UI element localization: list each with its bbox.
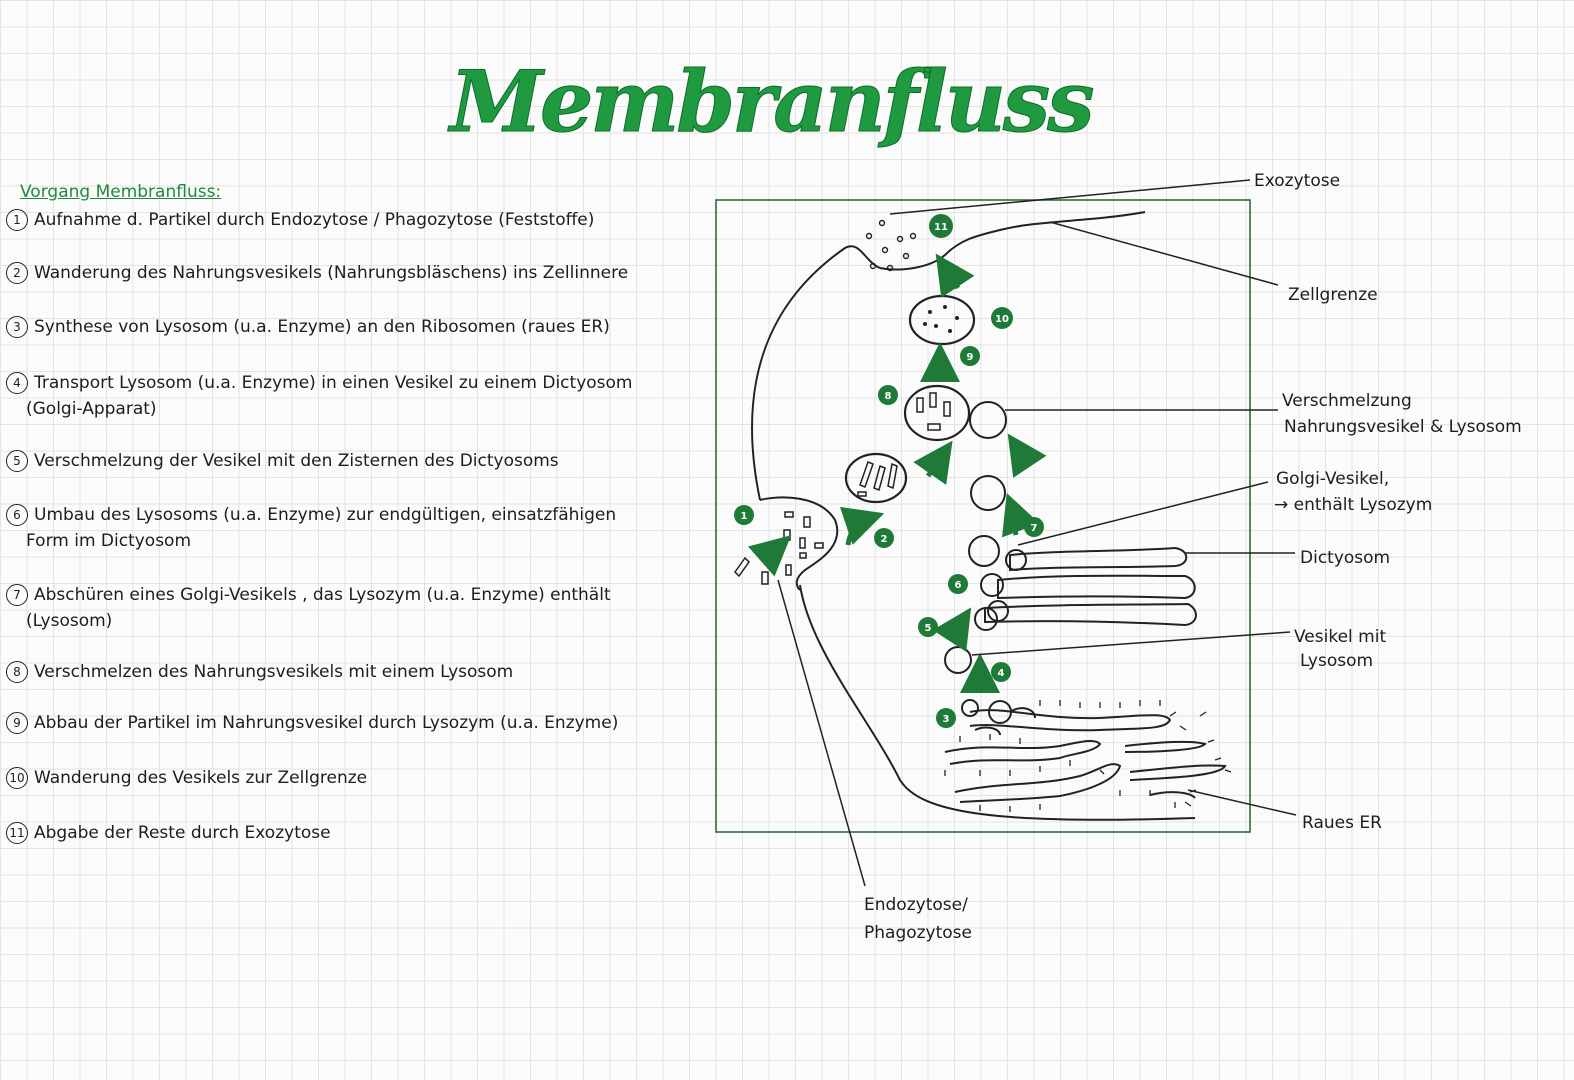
svg-text:1: 1 [741, 511, 748, 522]
step-text-cont: (Golgi-Apparat) [26, 399, 157, 419]
step-text: Wanderung des Nahrungsvesikels (Nahrungs… [34, 263, 629, 283]
step-item: 3 Synthese von Lysosom (u.a. Enzyme) an d… [6, 314, 696, 340]
flow-arrows [748, 253, 1047, 693]
marker-9: 9 [960, 346, 980, 366]
step-number: 2 [6, 262, 28, 284]
step-number: 9 [6, 712, 28, 734]
page-title: Membranfluss [450, 52, 1096, 152]
step-number: 5 [6, 450, 28, 472]
marker-3: 3 [936, 708, 956, 728]
svg-text:9: 9 [967, 352, 974, 363]
step-number: 3 [6, 316, 28, 338]
lysosome-fusing [969, 401, 1007, 439]
step-text: Verschmelzen des Nahrungsvesikels mit ei… [34, 662, 514, 682]
step-text-cont: (Lysosom) [26, 611, 113, 631]
step-text: Abgabe der Reste durch Exozytose [34, 823, 331, 843]
cell-membrane [751, 211, 1146, 501]
label-vesikel: Vesikel mit [1294, 627, 1386, 647]
step-item: 4 Transport Lysosom (u.a. Enzyme) in eine… [6, 370, 696, 422]
marker-1: 1 [734, 505, 754, 525]
ribosomes [944, 700, 1232, 812]
endocytosis-vesicle [759, 496, 839, 591]
step-item: 2 Wanderung des Nahrungsvesikels (Nahrung… [6, 260, 696, 286]
marker-10: 10 [991, 307, 1013, 329]
step-number: 1 [6, 209, 28, 231]
step-markers: 1 2 3 4 5 6 7 8 9 10 11 [734, 214, 1044, 728]
marker-5: 5 [918, 617, 938, 637]
svg-text:11: 11 [934, 222, 948, 233]
step-item: 8 Verschmelzen des Nahrungsvesikels mit e… [6, 659, 696, 685]
step-item: 9 Abbau der Partikel im Nahrungsvesikel d… [6, 710, 696, 736]
arrow-icon [748, 535, 792, 577]
step-text-cont: Form im Dictyosom [26, 531, 192, 551]
step-number: 6 [6, 504, 28, 526]
step-number: 7 [6, 584, 28, 606]
step-item: 6 Umbau des Lysosoms (u.a. Enzyme) zur en… [6, 502, 696, 554]
label-golgi-detail: → enthält Lysozym [1274, 495, 1432, 515]
step-item: 7 Abschüren eines Golgi-Vesikels , das Ly… [6, 582, 696, 634]
step-text: Synthese von Lysosom (u.a. Enzyme) an de… [34, 317, 610, 337]
arrow-icon [935, 253, 975, 298]
step-number: 4 [6, 372, 28, 394]
step-number: 8 [6, 661, 28, 683]
label-exozytose: Exozytose [1254, 171, 1340, 191]
procedure-heading: Vorgang Membranfluss: [20, 182, 222, 202]
fusion-vesicle [903, 384, 971, 442]
svg-text:8: 8 [885, 391, 892, 402]
svg-text:4: 4 [998, 668, 1005, 679]
arrow-icon [913, 440, 953, 485]
label-verschmelzung-detail: Nahrungsvesikel & Lysosom [1284, 417, 1522, 437]
marker-8: 8 [878, 385, 898, 405]
step-number: 11 [6, 822, 28, 844]
transport-particles [857, 461, 898, 497]
marker-4: 4 [991, 662, 1011, 682]
step-text: Transport Lysosom (u.a. Enzyme) in einen… [34, 373, 633, 393]
exocytosis-particles [865, 219, 917, 272]
step-text: Verschmelzung der Vesikel mit den Zister… [34, 451, 559, 471]
svg-text:6: 6 [955, 580, 962, 591]
cell-membrane-lower [799, 584, 1196, 821]
step-item: 11 Abgabe der Reste durch Exozytose [6, 820, 696, 846]
arrow-icon [932, 607, 972, 652]
label-golgi-vesikel: Golgi-Vesikel, [1276, 469, 1389, 489]
svg-text:3: 3 [943, 714, 950, 725]
diagram-frame [715, 199, 1251, 833]
dictyosome [980, 546, 1197, 627]
step-text: Wanderung des Vesikels zur Zellgrenze [34, 768, 368, 788]
vesicle-dots [923, 305, 959, 333]
label-zellgrenze: Zellgrenze [1288, 285, 1378, 305]
marker-11: 11 [929, 214, 953, 238]
rough-er [944, 699, 1227, 803]
step-text: Abschüren eines Golgi-Vesikels , das Lys… [34, 585, 611, 605]
label-phagozytose: Phagozytose [864, 923, 972, 943]
label-raues-er: Raues ER [1302, 813, 1382, 833]
step-item: 10 Wanderung des Vesikels zur Zellgrenze [6, 765, 696, 791]
step-item: 1 Aufnahme d. Partikel durch Endozytose /… [6, 207, 696, 233]
svg-text:2: 2 [881, 534, 888, 545]
digested-vesicle [908, 294, 976, 346]
leader-lines [777, 179, 1297, 887]
label-endozytose: Endozytose/ [864, 895, 968, 915]
arrow-icon [1002, 492, 1040, 538]
marker-7: 7 [1024, 517, 1044, 537]
label-verschmelzung: Verschmelzung [1282, 391, 1412, 411]
step-number: 10 [6, 767, 28, 789]
step-item: 5 Verschmelzung der Vesikel mit den Ziste… [6, 448, 696, 474]
label-vesikel-detail: Lysosom [1300, 651, 1373, 671]
svg-text:5: 5 [925, 623, 932, 634]
marker-2: 2 [874, 528, 894, 548]
svg-text:7: 7 [1031, 523, 1038, 534]
transport-vesicle [844, 452, 908, 504]
label-dictyosom: Dictyosom [1300, 548, 1390, 568]
step-text: Aufnahme d. Partikel durch Endozytose / … [34, 210, 595, 230]
arrow-icon [1007, 433, 1047, 478]
arrow-icon [839, 506, 885, 546]
svg-text:10: 10 [995, 314, 1009, 325]
step-text: Umbau des Lysosoms (u.a. Enzyme) zur end… [34, 505, 617, 525]
step-text: Abbau der Partikel im Nahrungsvesikel du… [34, 713, 619, 733]
marker-6: 6 [948, 574, 968, 594]
fusion-particles [916, 392, 951, 431]
